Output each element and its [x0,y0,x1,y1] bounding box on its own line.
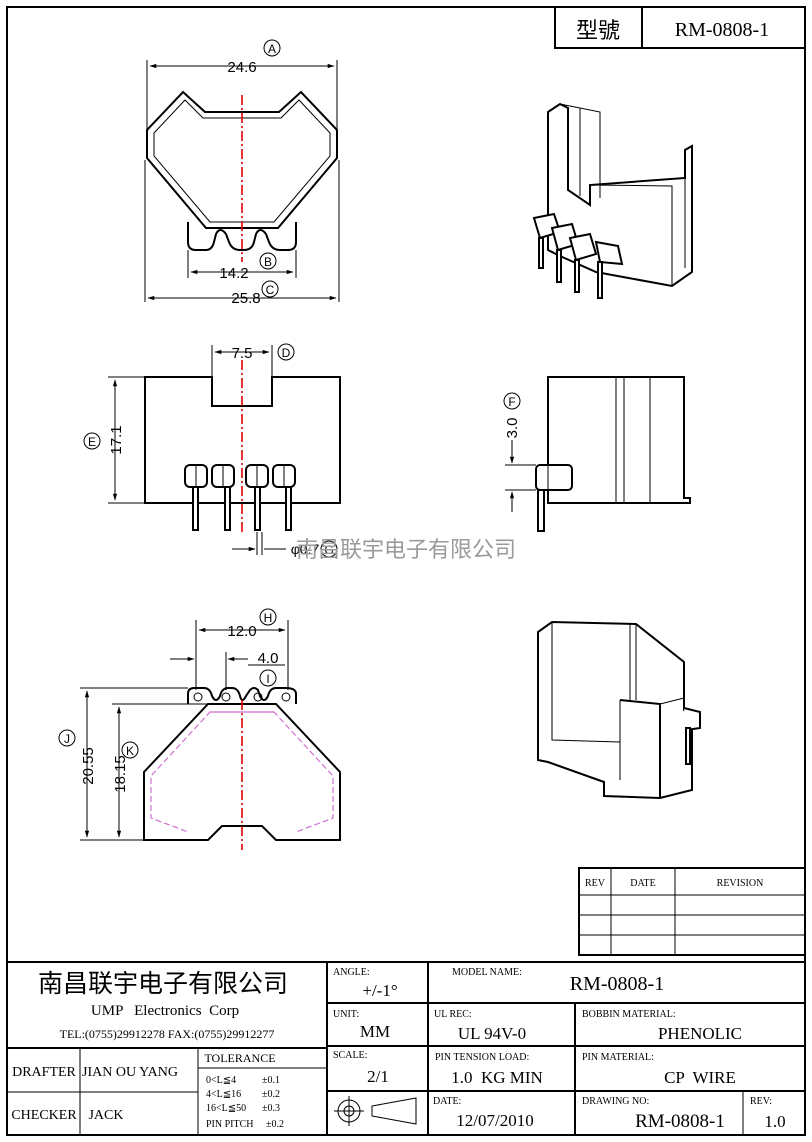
tolerance-title: TOLERANCE [204,1051,275,1065]
dim-h-letter: H [264,611,273,625]
dim-d-letter: D [282,346,291,360]
tolerance-value-4: ±0.2 [266,1119,284,1130]
drawing-no-value: RM-0808-1 [635,1111,725,1132]
top-view: 24.6 A 14.2 B 25.8 C [144,39,340,307]
dim-a-value: 24.6 [227,59,256,76]
dim-b-value: 14.2 [219,265,248,282]
header-label: 型號 [576,18,620,43]
tolerance-range-1: 0<L≦4 [206,1075,236,1086]
isometric-view-bottom [537,620,701,800]
drafter-value: JIAN OU YANG [82,1065,178,1080]
header-value: RM-0808-1 [675,19,769,41]
dim-g-letter: G [324,543,333,557]
checker-label: CHECKER [11,1108,77,1123]
isometric-view-top [532,102,693,299]
rev-header: REV [585,878,606,889]
tolerance-value-1: ±0.1 [262,1075,280,1086]
model-label: MODEL NAME: [452,967,522,978]
dim-k-letter: K [126,744,134,758]
ul-label: UL REC: [434,1009,472,1020]
dim-e-letter: E [88,435,96,449]
front-view: 7.5 D 17.1 E φ0.7 G [83,343,341,558]
tension-value: 1.0 KG MIN [451,1068,543,1087]
rev-label: REV: [750,1096,772,1107]
unit-label: UNIT: [333,1009,359,1020]
ul-value: UL 94V-0 [458,1024,526,1043]
dim-j-value: 20.55 [80,747,97,785]
dim-f-letter: F [508,395,515,409]
drawing-no-label: DRAWING NO: [582,1096,649,1107]
dim-f-value: 3.0 [504,418,521,439]
dim-h-value: 12.0 [227,623,256,640]
projection-symbol-icon [334,1096,417,1126]
header-box: 型號 RM-0808-1 [554,6,806,49]
tolerance-value-3: ±0.3 [262,1103,280,1114]
side-view: 3.0 F [503,376,691,532]
top-view-outline [146,90,338,229]
bottom-view: 12.0 H 4.0 I 20.55 J 18.15 K [58,608,341,850]
dim-j-letter: J [64,732,70,746]
dim-i-letter: I [266,672,269,686]
unit-value: MM [360,1022,390,1041]
date-label: DATE: [433,1096,461,1107]
revision-header: REVISION [717,878,764,889]
company-name-en: UMP Electronics Corp [91,1003,239,1019]
dim-k-value: 18.15 [112,755,129,793]
watermark: 南昌联宇电子有限公司 [296,537,516,562]
dim-d-value: 7.5 [232,345,253,362]
pin-material-label: PIN MATERIAL: [582,1052,654,1063]
title-block: 南昌联宇电子有限公司 UMP Electronics Corp TEL:(075… [7,961,805,1135]
rev-value: 1.0 [764,1112,785,1131]
dim-b-letter: B [264,255,272,269]
scale-label: SCALE: [333,1050,367,1061]
dim-g-value: φ0.7 [291,541,320,557]
revision-table: REV DATE REVISION [578,867,806,956]
dim-a-letter: A [268,42,276,56]
bobbin-label: BOBBIN MATERIAL: [582,1009,676,1020]
dim-c-letter: C [266,283,275,297]
date-header: DATE [630,878,656,889]
scale-value: 2/1 [367,1067,389,1086]
pin-material-value: CP WIRE [664,1068,736,1087]
tolerance-range-3: 16<L≦50 [206,1103,246,1114]
angle-value: +/-1° [362,981,397,1000]
bobbin-value: PHENOLIC [658,1024,742,1043]
drafter-label: DRAFTER [12,1065,76,1080]
sheet-border [6,6,806,1136]
tolerance-range-4: PIN PITCH [206,1119,254,1130]
tension-label: PIN TENSION LOAD: [435,1052,529,1063]
tolerance-value-2: ±0.2 [262,1089,280,1100]
date-value: 12/07/2010 [456,1111,533,1130]
top-view-pin-tabs [187,222,297,251]
dim-c-value: 25.8 [231,290,260,307]
dim-e-value: 17.1 [108,425,125,454]
tolerance-range-2: 4<L≦16 [206,1089,241,1100]
company-name-cn: 南昌联宇电子有限公司 [38,970,288,998]
angle-label: ANGLE: [333,967,370,978]
model-value: RM-0808-1 [570,973,664,995]
dim-i-value: 4.0 [258,650,279,667]
company-contact: TEL:(0755)29912278 FAX:(0755)29912277 [60,1027,275,1041]
checker-value: JACK [88,1108,123,1123]
